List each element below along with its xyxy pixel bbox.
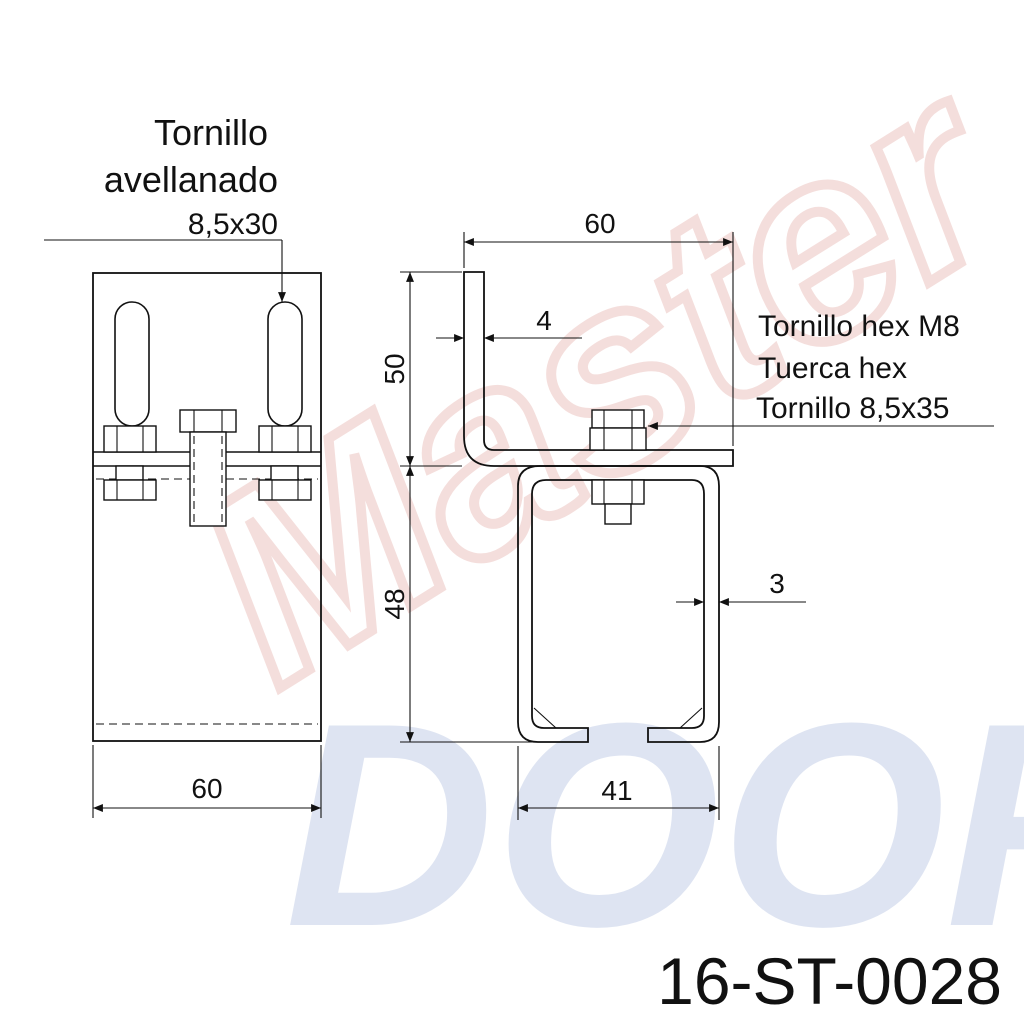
hex-bolt-label: Tornillo hex M8 [758,310,960,343]
channel-width-value: 41 [601,775,632,806]
countersunk-label-line1: Tornillo [154,112,268,153]
left-bolt [103,425,157,501]
countersunk-label-line2: avellanado [104,159,278,200]
countersunk-label-line3: 8,5x30 [188,208,278,241]
side-view [400,232,994,820]
front-width-value: 60 [191,773,222,804]
side-hex-bolt [591,479,645,525]
plate-thickness-value: 4 [536,305,552,336]
hex-nut-label: Tuerca hex [758,352,907,385]
screw-label: Tornillo 8,5x35 [756,392,949,425]
drawing-code: 16-ST-0028 [657,944,1002,1018]
front-plate [92,272,322,742]
watermark-door: DOOR [285,663,1024,987]
center-hex-bolt [179,409,237,527]
channel-height-value: 48 [379,588,410,619]
left-slot [114,301,150,427]
svg-text:DOOR: DOOR [285,663,1024,987]
channel-thickness-value: 3 [769,568,785,599]
bracket-height-value: 50 [379,353,410,384]
right-bolt [258,425,312,501]
front-view [44,239,322,818]
l-bracket [463,271,734,467]
c-channel [517,465,720,743]
side-width-value: 60 [584,208,615,239]
side-hex-nut [589,409,647,451]
right-slot [267,301,303,427]
